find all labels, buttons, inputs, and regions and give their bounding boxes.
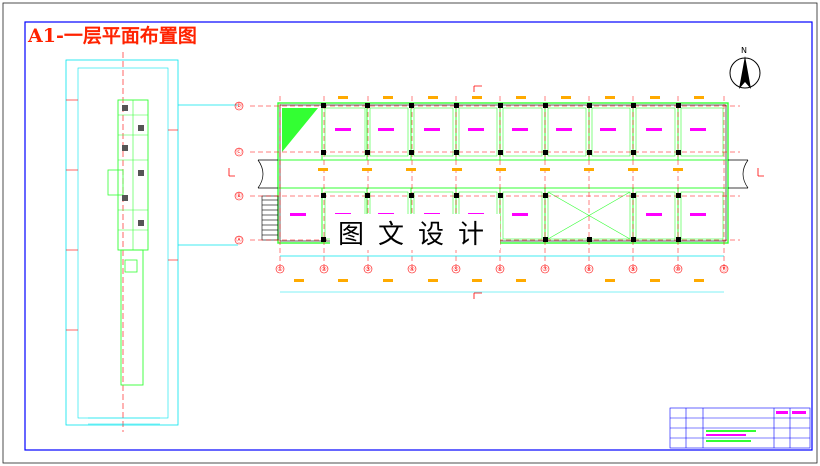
- axis-label: ④: [409, 266, 414, 273]
- axis-label: Ⓓ: [236, 102, 242, 110]
- axis-label: ⑥: [497, 266, 502, 273]
- axis-bubbles-left: Ⓓ Ⓒ Ⓑ Ⓐ: [234, 101, 244, 245]
- north-label: N: [741, 46, 747, 55]
- section-marker-icon: [228, 85, 764, 299]
- north-arrow-icon: N: [729, 46, 761, 89]
- title-block-marks: [706, 411, 806, 442]
- axis-label: ⑩: [675, 266, 680, 273]
- axis-label: ⑪: [721, 265, 727, 273]
- site-plan: [65, 52, 238, 432]
- axis-label: Ⓑ: [236, 192, 242, 200]
- axis-label: Ⓒ: [236, 148, 242, 156]
- axis-label: ⑦: [542, 266, 548, 273]
- drawing-frame: [24, 21, 813, 451]
- axis-label: ⑨: [630, 266, 635, 273]
- drawing-title: A1-一层平面布置图: [27, 24, 197, 47]
- axis-label: ②: [321, 266, 327, 273]
- axis-label: Ⓐ: [236, 236, 242, 244]
- watermark-box: [330, 214, 500, 250]
- axis-label: ①: [277, 266, 282, 273]
- axis-label: ⑤: [453, 266, 458, 273]
- floor-plan: [250, 96, 749, 293]
- title-block: [669, 407, 811, 449]
- watermark: 图文设计: [338, 220, 498, 250]
- axis-bubbles-bottom: ① ② ③ ④ ⑤ ⑥ ⑦ ⑧ ⑨ ⑩ ⑪: [275, 264, 729, 274]
- axis-label: ③: [365, 266, 370, 273]
- axis-label: ⑧: [586, 266, 591, 273]
